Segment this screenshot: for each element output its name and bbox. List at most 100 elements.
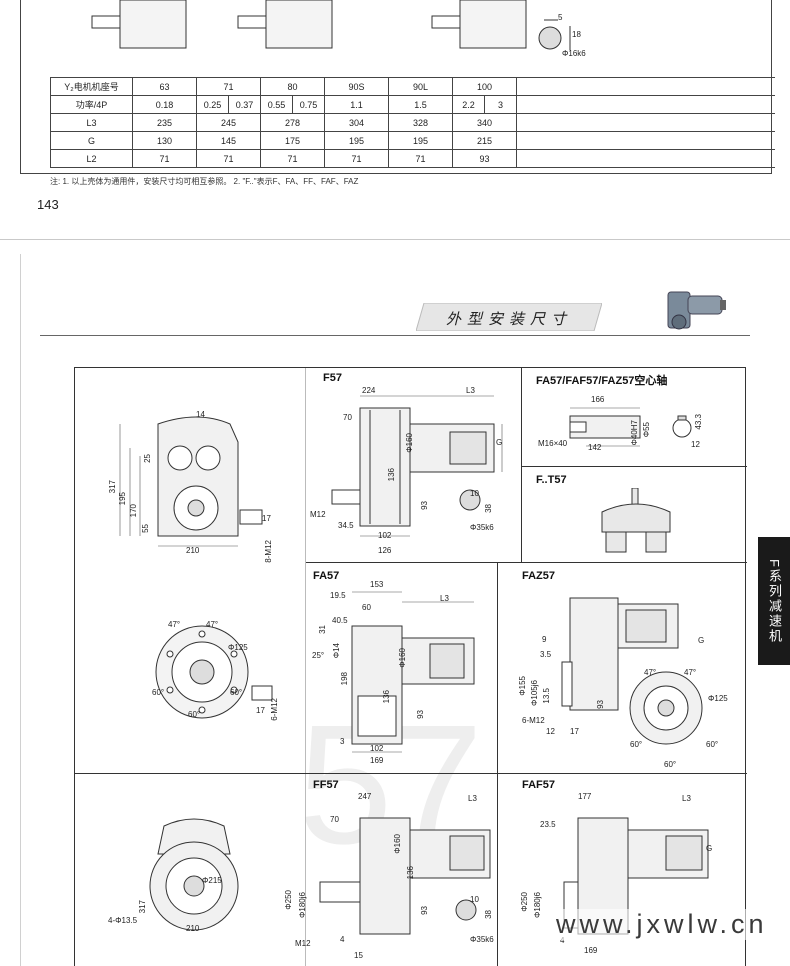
- dim: 102: [378, 531, 392, 540]
- dim: M12: [295, 939, 311, 948]
- catalog-page: 外型安装尺寸 57 F57 FA57/FAF57/FAZ57空心轴 F..T57…: [0, 240, 790, 966]
- grid-line: [521, 368, 522, 562]
- dim: 47°: [684, 668, 697, 677]
- dim: 170: [129, 504, 138, 518]
- dim: 247: [358, 792, 372, 801]
- dim: L3: [682, 794, 691, 803]
- dim: 17: [570, 727, 579, 736]
- fa57-flange-view-drawing: [155, 625, 273, 719]
- dim: 177: [578, 792, 592, 801]
- label-fa57-hollow: FA57/FAF57/FAZ57空心轴: [536, 375, 668, 387]
- dim: M16×40: [538, 439, 568, 448]
- dim: Φ35k6: [470, 935, 494, 944]
- shaft-dim-3: Φ16k6: [562, 49, 586, 58]
- page-title: 外型安装尺寸: [445, 311, 572, 328]
- dim: 15: [354, 951, 363, 960]
- gearbox-thumbnail-icon: [667, 291, 726, 330]
- table-row: L2 71 71 71 71 71 93: [50, 149, 775, 168]
- dim: 34.5: [338, 521, 354, 530]
- dim: 25°: [312, 651, 325, 660]
- label-faf57: FAF57: [522, 779, 556, 791]
- table-row: 功率/4P 0.18 0.25 0.37 0.55 0.75 1.1 1.5 2…: [50, 95, 775, 114]
- dim: 17: [262, 514, 271, 523]
- dim: 6-M12: [270, 698, 279, 721]
- dim: 43.3: [694, 414, 703, 430]
- dim: Φ125: [228, 643, 248, 652]
- fa57-side-view-drawing: [351, 591, 475, 753]
- dim: 60°: [230, 688, 243, 697]
- dim: Φ180j6: [298, 892, 307, 918]
- header-divider: [40, 335, 750, 336]
- dim: Φ105j6: [530, 680, 539, 706]
- dim: Φ250: [520, 892, 529, 912]
- dim: L3: [468, 794, 477, 803]
- dim: 93: [596, 700, 605, 709]
- label-f57: F57: [323, 372, 342, 384]
- previous-catalog-page: 5 18 Φ16k6 Y₂电机机座号 63 71 80 90S 90L 100 …: [0, 0, 790, 240]
- hollow-shaft-drawing: [569, 407, 692, 447]
- table-row: Y₂电机机座号 63 71 80 90S 90L 100: [50, 77, 775, 96]
- dim: 31: [318, 625, 327, 634]
- table-note: 注: 1. 以上壳体为通用件，安装尺寸均可相互参照。 2. "F.."表示F、F…: [50, 177, 359, 186]
- dim: 12: [691, 440, 700, 449]
- dim: 210: [186, 546, 200, 555]
- dim: 70: [343, 413, 352, 422]
- dim: 47°: [168, 620, 181, 629]
- dim: G: [496, 438, 503, 447]
- dim: 38: [484, 910, 493, 919]
- dimension-drawing-frame: [74, 367, 747, 966]
- site-watermark: www.jxwlw.cn: [556, 909, 768, 940]
- section-header: 外型安装尺寸: [416, 303, 602, 331]
- faz57-drawing: [561, 597, 703, 745]
- dim: 70: [330, 815, 339, 824]
- page-number: 143: [37, 197, 59, 212]
- dim: 166: [591, 395, 605, 404]
- dim: 153: [370, 580, 384, 589]
- dim: 4-Φ13.5: [108, 916, 138, 925]
- dim: 25: [143, 454, 152, 463]
- grid-line: [305, 368, 306, 966]
- dim: 93: [420, 501, 429, 510]
- dim: 4: [340, 935, 345, 944]
- page-edge: [20, 254, 21, 966]
- top-gearbox-drawings: [91, 0, 571, 50]
- series-side-tab: F系列减速机: [758, 537, 790, 665]
- dim: 10: [470, 895, 479, 904]
- ff57-side-view-drawing: [319, 817, 491, 935]
- grid-line: [497, 562, 498, 966]
- dim: 19.5: [330, 591, 346, 600]
- dim: 126: [378, 546, 392, 555]
- dim: Φ155: [518, 676, 527, 696]
- dim: 60°: [706, 740, 719, 749]
- grid-line: [305, 562, 747, 563]
- dim: 40.5: [332, 616, 348, 625]
- dim: 17: [256, 706, 265, 715]
- top-shaft-detail: [538, 19, 571, 50]
- dim: 8-M12: [264, 540, 273, 563]
- dim: L3: [440, 594, 449, 603]
- dim: 14: [196, 410, 205, 419]
- dim: Φ160: [405, 433, 414, 453]
- dim: 4: [560, 936, 565, 945]
- dim: 60: [362, 603, 371, 612]
- label-ft57: F..T57: [536, 474, 567, 486]
- dim: 198: [340, 672, 349, 686]
- table-row: L3 235 245 278 304 328 340: [50, 113, 775, 132]
- dim: 142: [588, 443, 602, 452]
- dim: Φ250: [284, 890, 293, 910]
- f57-end-view-drawing: [119, 416, 263, 547]
- f57-side-view-drawing: [331, 395, 503, 537]
- dim: 10: [470, 489, 479, 498]
- dim: 60°: [188, 710, 201, 719]
- dim: Φ14: [332, 643, 341, 659]
- dim: 47°: [206, 620, 219, 629]
- dim: 47°: [644, 668, 657, 677]
- label-ff57: FF57: [313, 779, 339, 791]
- dim: 136: [387, 468, 396, 482]
- grid-line: [75, 773, 747, 774]
- dim: 317: [138, 900, 147, 914]
- dim: 13.5: [542, 688, 551, 704]
- dim: Φ55: [642, 422, 651, 438]
- label-faz57: FAZ57: [522, 570, 556, 582]
- shaft-dim-1: 5: [558, 13, 563, 22]
